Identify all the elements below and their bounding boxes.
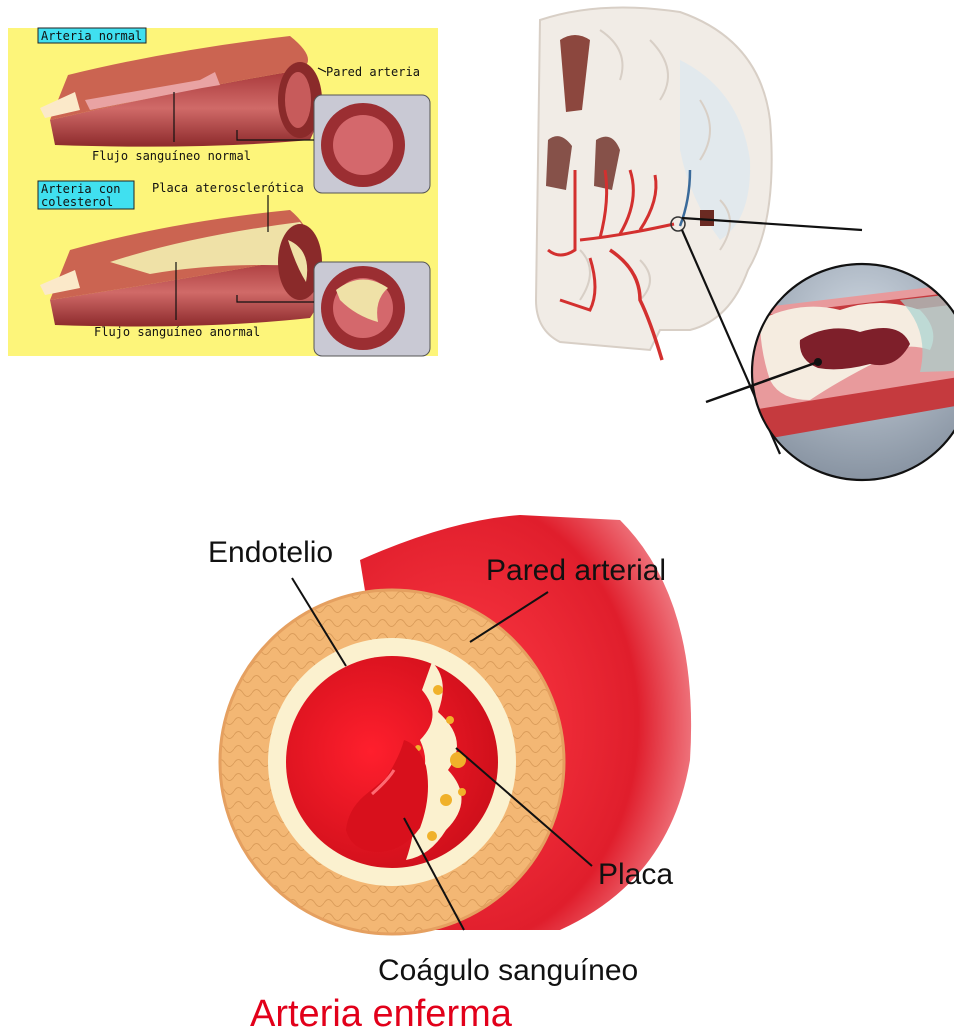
label-endotelio: Endotelio bbox=[208, 536, 333, 569]
label-coagulo-sanguineo: Coágulo sanguíneo bbox=[378, 954, 638, 987]
label-flujo-anormal: Flujo sanguíneo anormal bbox=[94, 325, 260, 339]
panel-diseased-artery: Endotelio Pared arterial Placa Coágulo s… bbox=[208, 515, 691, 1032]
panel-brain-stroke bbox=[536, 8, 954, 481]
label-pared-arteria: Pared arteria bbox=[326, 65, 420, 79]
tag-arteria-colesterol-line1: Arteria con bbox=[41, 182, 120, 196]
tag-arteria-colesterol-line2: colesterol bbox=[41, 195, 113, 209]
label-pared-arterial: Pared arterial bbox=[486, 554, 666, 587]
title-arteria-enferma: Arteria enferma bbox=[250, 993, 513, 1032]
label-placa: Placa bbox=[598, 858, 673, 891]
label-flujo-normal: Flujo sanguíneo normal bbox=[92, 149, 251, 163]
label-placa-aterosclerotica: Placa aterosclerótica bbox=[152, 181, 304, 195]
panel-artery-comparison: Arteria normal Arteria con colesterol Pa… bbox=[8, 28, 438, 356]
tag-arteria-normal-text: Arteria normal bbox=[41, 29, 142, 43]
